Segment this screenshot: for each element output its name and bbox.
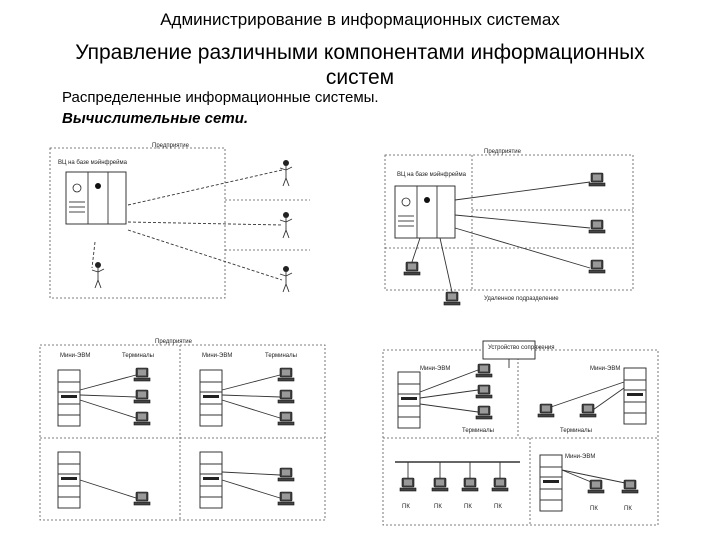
diagram-interconnected: Устройство сопряжения Мини-ЭВМ Мини-ЭВМ … — [382, 340, 659, 526]
minicomputer-label: Мини-ЭВМ — [202, 353, 232, 359]
minicomputer-label: Мини-ЭВМ — [420, 366, 450, 372]
subtitle-computer-networks: Вычислительные сети. — [62, 110, 249, 127]
interface-device-label: Устройство сопряжения — [488, 344, 555, 351]
terminal-icon — [133, 367, 151, 382]
terminal-icon — [537, 403, 555, 418]
user-icon — [91, 261, 105, 289]
terminals-label: Терминалы — [122, 353, 154, 359]
mainframe-icon — [65, 171, 127, 225]
diagram-mainframe-terminals: Предприятие ВЦ на базе мэйнфрейма Удален… — [384, 149, 634, 306]
user-icon — [279, 211, 293, 239]
terminals-label: Терминалы — [462, 428, 494, 434]
enterprise-label: Предприятие — [155, 339, 193, 345]
terminal-icon — [277, 367, 295, 382]
mainframe-icon — [394, 185, 456, 239]
pc-icon — [491, 477, 509, 492]
minicomputer-label: Мини-ЭВМ — [590, 366, 620, 372]
minicomputer-icon — [539, 454, 563, 512]
diagram-mainframe-users: Предприятие ВЦ на базе мэйнфрейма — [49, 143, 310, 299]
minicomputer-label: Мини-ЭВМ — [60, 353, 90, 359]
terminal-icon — [579, 403, 597, 418]
pc-label: ПК — [624, 506, 632, 512]
minicomputer-icon — [57, 451, 81, 509]
mainframe-label: ВЦ на базе мэйнфрейма — [397, 171, 467, 178]
terminal-icon — [475, 363, 493, 378]
terminal-icon — [277, 467, 295, 482]
pc-label: ПК — [464, 504, 472, 510]
minicomputer-label: Мини-ЭВМ — [565, 454, 595, 460]
network-boundary — [382, 349, 659, 526]
terminal-icon — [475, 405, 493, 420]
enterprise-label: Предприятие — [152, 143, 190, 149]
terminal-icon — [403, 261, 421, 276]
terminal-icon — [277, 491, 295, 506]
terminal-icon — [588, 259, 606, 274]
pc-icon — [587, 479, 605, 494]
pc-label: ПК — [590, 506, 598, 512]
enterprise-boundary — [39, 344, 326, 521]
user-icon — [279, 265, 293, 293]
terminals-label: Терминалы — [265, 353, 297, 359]
pc-icon — [431, 477, 449, 492]
remote-division-label: Удаленное подразделение — [484, 296, 559, 302]
terminal-icon — [588, 219, 606, 234]
minicomputer-icon — [57, 369, 81, 427]
diagram-minicomputers: Предприятие Мини-ЭВМ Терминалы Мини-ЭВМ … — [39, 339, 326, 521]
slide-header: Администрирование в информационных систе… — [160, 10, 560, 29]
terminal-icon — [588, 172, 606, 187]
terminal-icon — [277, 389, 295, 404]
pc-icon — [621, 479, 639, 494]
subtitle-distributed-systems: Распределенные информационные системы. — [62, 89, 379, 106]
minicomputer-icon — [199, 369, 223, 427]
pc-label: ПК — [494, 504, 502, 510]
terminal-icon — [133, 411, 151, 426]
minicomputer-icon — [623, 367, 647, 425]
enterprise-label: Предприятие — [484, 149, 522, 155]
terminal-icon — [133, 389, 151, 404]
pc-icon — [461, 477, 479, 492]
enterprise-boundary — [384, 154, 634, 291]
pc-icon — [399, 477, 417, 492]
enterprise-boundary — [49, 147, 226, 299]
terminal-icon — [277, 411, 295, 426]
minicomputer-icon — [199, 451, 223, 509]
terminal-icon — [133, 491, 151, 506]
slide-title: Управление различными компонентами инфор… — [75, 41, 645, 89]
pc-label: ПК — [402, 504, 410, 510]
user-icon — [279, 159, 293, 187]
terminal-icon — [443, 291, 461, 306]
mainframe-label: ВЦ на базе мэйнфрейма — [58, 159, 128, 166]
terminals-label: Терминалы — [560, 428, 592, 434]
pc-label: ПК — [434, 504, 442, 510]
minicomputer-icon — [397, 371, 421, 429]
terminal-icon — [475, 384, 493, 399]
